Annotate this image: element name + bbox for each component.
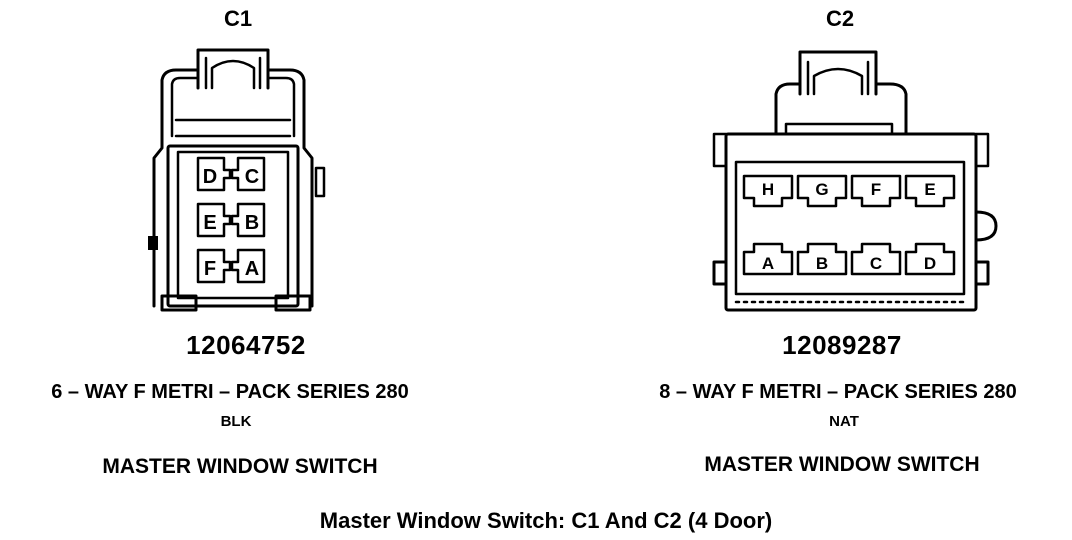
c2-color: NAT: [829, 413, 859, 430]
c1-color: BLK: [220, 413, 252, 430]
c2-pin-a: A: [762, 254, 774, 273]
c1-pin-f: F: [204, 258, 216, 280]
c2-pin-h: H: [762, 180, 774, 199]
c2-side-lug: [974, 210, 998, 242]
c2-pin-c: C: [870, 254, 882, 273]
c1-side-rib: [314, 166, 326, 198]
c2-cavity-g: [796, 174, 848, 208]
c2-latch: [798, 50, 878, 96]
c2-pin-f: F: [871, 180, 881, 199]
figure-caption: Master Window Switch: C1 And C2 (4 Door): [319, 508, 773, 533]
c1-upper-body: [160, 68, 306, 140]
c1-main-body: [166, 144, 300, 308]
c1-latch-tab: [210, 59, 256, 90]
c2-cavity-d: [904, 242, 956, 276]
c1-cavity-b: [230, 202, 266, 238]
c2-pin-b: B: [816, 254, 828, 273]
c1-part-number: 12064752: [186, 330, 306, 360]
c2-name: MASTER WINDOW SWITCH: [704, 453, 980, 476]
c2-cavity-c: [850, 242, 902, 276]
c2-description: 8 – WAY F METRI – PACK SERIES 280: [659, 381, 1017, 403]
c2-pin-g: G: [815, 180, 828, 199]
c2-latch-housing: [774, 82, 908, 136]
c2-part-number: 12089287: [782, 330, 902, 360]
c2-cavity-f: [850, 174, 902, 208]
c1-latch: [196, 48, 270, 90]
c1-pin-e: E: [203, 212, 216, 234]
c1-cavity-f: [196, 248, 232, 284]
c1-label: C1: [223, 6, 253, 31]
c2-cavity-a: [742, 242, 794, 276]
c1-pin-c: C: [245, 166, 259, 188]
c1-cavity-c: [230, 156, 266, 192]
c2-main-body: [724, 132, 978, 312]
c2-cavity-e: [904, 174, 956, 208]
c2-label: C2: [825, 6, 855, 31]
c2-latch-tab: [812, 67, 864, 96]
c2-pin-d: D: [924, 254, 936, 273]
c1-pin-a: A: [245, 258, 259, 280]
c1-connector-drawing: D C E B F A: [148, 48, 326, 312]
c1-cavity-e: [196, 202, 232, 238]
c1-pin-d: D: [203, 166, 217, 188]
c2-pin-e: E: [924, 180, 935, 199]
c1-pin-b: B: [245, 212, 259, 234]
c1-name: MASTER WINDOW SWITCH: [102, 455, 378, 478]
c2-cavity-h: [742, 174, 794, 208]
c2-connector-drawing: H G F E A B C D: [712, 50, 998, 312]
c1-description: 6 – WAY F METRI – PACK SERIES 280: [51, 381, 409, 403]
c1-cavity-a: [230, 248, 266, 284]
c2-cavity-b: [796, 242, 848, 276]
c1-cavity-d: [196, 156, 232, 192]
